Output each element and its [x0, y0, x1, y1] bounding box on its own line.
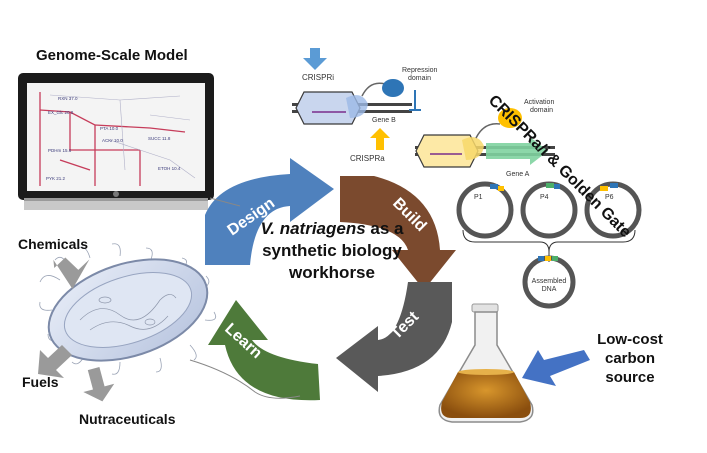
svg-text:Repression: Repression [402, 67, 438, 74]
svg-text:domain: domain [530, 107, 553, 114]
model-flux-label: PYK 21.2 [46, 176, 66, 181]
svg-text:Activation: Activation [524, 99, 554, 106]
model-flux-label: ACKr 10.0 [102, 138, 123, 143]
plasmid-p4: P4 [520, 181, 578, 239]
carbon-source-arrow [522, 350, 590, 386]
monitor-logo-icon [113, 191, 119, 197]
genome-scale-model-title: Genome-Scale Model [36, 47, 188, 64]
nutraceuticals-label: Nutraceuticals [79, 411, 176, 427]
gene-a-arrow [486, 137, 548, 165]
activation-domain [498, 108, 522, 128]
plasmid-p6: P6 [584, 181, 642, 239]
svg-text:P6: P6 [605, 194, 614, 201]
golden-gate-plasmids: P1 P4 P6 Assembled DNA [456, 181, 642, 309]
model-flux-label: PDHm 15.6 [48, 148, 72, 153]
design-arrow [205, 158, 334, 265]
crispr-illustration: CRISPRi Repression domain Gene B CRISPRa [292, 48, 555, 178]
crispri-arrow [303, 48, 327, 70]
flask-carbon-source [438, 303, 534, 423]
build-arrow [340, 176, 456, 290]
chemicals-label: Chemicals [18, 236, 89, 252]
gene-a-label: Gene A [506, 171, 530, 178]
metabolic-network-lines [39, 92, 186, 186]
flask-liquid [441, 372, 531, 418]
center-caption: V. natriagens as a synthetic biology wor… [260, 219, 404, 282]
model-flux-label: SUCC 11.8 [148, 136, 171, 141]
fuels-label: Fuels [22, 374, 59, 390]
svg-text:Assembled: Assembled [532, 278, 567, 285]
crispra-label: CRISPRa [350, 154, 385, 163]
crispra-arrow [370, 128, 390, 150]
svg-text:DNA: DNA [542, 286, 557, 293]
test-arrow [336, 282, 452, 392]
fuels-arrow [38, 345, 72, 378]
bacterium-cell [39, 243, 301, 399]
model-flux-label: EX_Glc 20.0 [48, 110, 74, 115]
gene-b-dna: Repression domain Gene B [292, 67, 438, 125]
carbon-source-label: Low-cost carbon source [597, 331, 663, 386]
chemicals-arrow [53, 257, 90, 289]
model-flux-label: RXN 37.0 [58, 96, 78, 101]
crispri-label: CRISPRi [302, 73, 334, 82]
nutraceuticals-arrow [83, 367, 115, 402]
cell-interior-dna [79, 294, 177, 331]
flagellum [189, 359, 301, 399]
svg-text:domain: domain [408, 75, 431, 82]
gene-b-label: Gene B [372, 117, 396, 124]
assembled-dna-plasmid: Assembled DNA [522, 255, 576, 309]
gene-a-dna: Activation domain Gene A [415, 99, 555, 178]
svg-text:P4: P4 [540, 194, 549, 201]
dbtl-cycle: Design Build Test Learn [205, 158, 456, 401]
svg-text:P1: P1 [474, 194, 483, 201]
learn-arrow [208, 300, 320, 401]
monitor-screen [27, 83, 205, 191]
repression-domain [382, 79, 404, 97]
model-flux-label: PTA 10.0 [100, 126, 119, 131]
plasmid-p1: P1 [456, 181, 514, 239]
product-arrows [38, 257, 115, 402]
model-flux-label: ETOH 10.4 [158, 166, 181, 171]
species-name: V. natriagens [260, 219, 366, 238]
